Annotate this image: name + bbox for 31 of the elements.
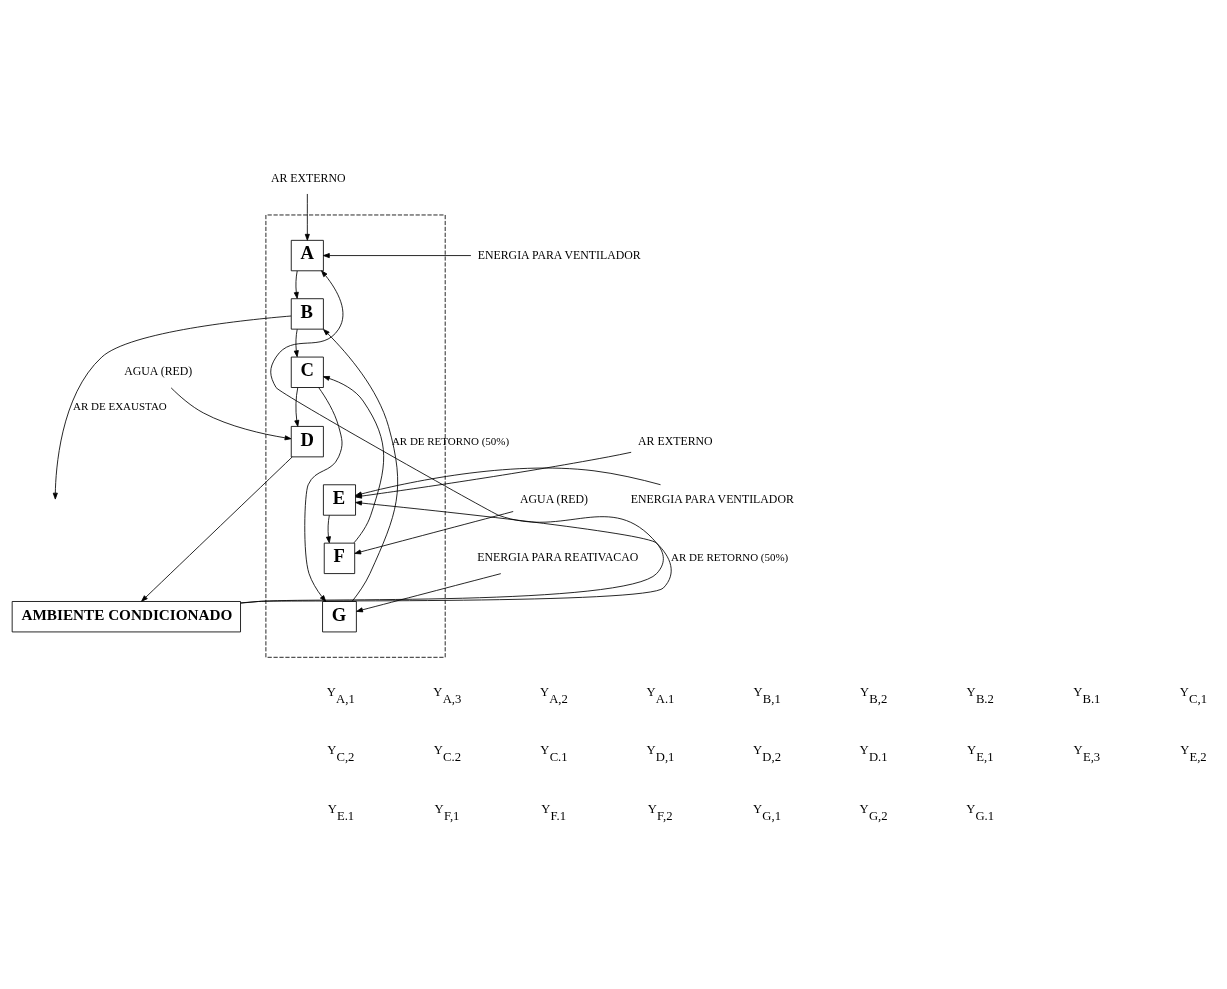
node-box: C <box>290 356 324 388</box>
node-box: B <box>290 298 324 330</box>
node-text: ENERGIA PARA VENTILADOR <box>477 247 641 262</box>
arrow <box>141 456 293 602</box>
arrow <box>293 328 299 358</box>
edge-label: AR DE RETORNO (50%) <box>391 434 510 447</box>
arrow <box>322 376 385 544</box>
node-box: G <box>322 601 357 633</box>
node-text: AGUA (RED) <box>520 492 589 507</box>
arrow <box>52 315 292 500</box>
arrow <box>293 270 299 299</box>
node-text: ENERGIA PARA REATIVACAO <box>477 550 639 565</box>
arrow <box>356 573 502 613</box>
node-box: A <box>290 239 324 272</box>
arrow <box>354 511 514 555</box>
arrow <box>304 193 310 241</box>
node-text: ENERGIA PARA VENTILADOR <box>630 492 794 507</box>
arrow <box>294 387 300 427</box>
arrow <box>323 253 472 259</box>
arrow <box>170 387 292 441</box>
node-text: AGUA (RED) <box>124 364 193 379</box>
arrow <box>325 515 331 544</box>
edge-label: AR DE EXAUSTAO <box>73 399 167 412</box>
arrow <box>323 329 399 602</box>
edge-label: AR DE RETORNO (50%) <box>671 551 789 564</box>
node-box: D <box>290 426 324 458</box>
node-box: F <box>323 542 356 574</box>
node-text: AR EXTERNO <box>270 170 346 185</box>
node-box: E <box>322 484 356 516</box>
node-box: AMBIENTE CONDICIONADO <box>11 601 241 633</box>
node-text: AR EXTERNO <box>638 433 713 448</box>
